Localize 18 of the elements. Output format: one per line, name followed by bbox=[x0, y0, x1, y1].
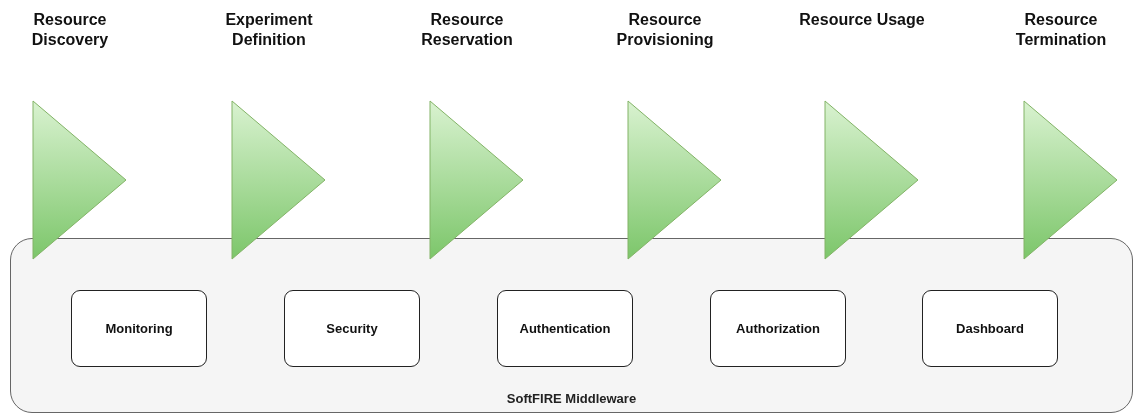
module-box bbox=[710, 290, 846, 367]
phase-heading: Resource Discovery bbox=[30, 10, 110, 50]
container-label: SoftFIRE Middleware bbox=[505, 391, 638, 406]
phase-heading: Resource Termination bbox=[1014, 10, 1108, 50]
phase-heading: Resource Provisioning bbox=[615, 10, 715, 50]
module-label: Authorization bbox=[736, 321, 820, 336]
phase-heading: Resource Usage bbox=[798, 10, 926, 30]
phase-heading: Experiment Definition bbox=[224, 10, 314, 50]
phase-heading: Resource Reservation bbox=[420, 10, 514, 50]
module-label: Authentication bbox=[519, 321, 611, 336]
middleware-container bbox=[10, 238, 1133, 413]
module-label: Monitoring bbox=[105, 321, 173, 336]
module-box bbox=[71, 290, 207, 367]
module-label: Security bbox=[326, 321, 378, 336]
module-box bbox=[284, 290, 420, 367]
module-label: Dashboard bbox=[956, 321, 1024, 336]
module-box bbox=[922, 290, 1058, 367]
module-box bbox=[497, 290, 633, 367]
